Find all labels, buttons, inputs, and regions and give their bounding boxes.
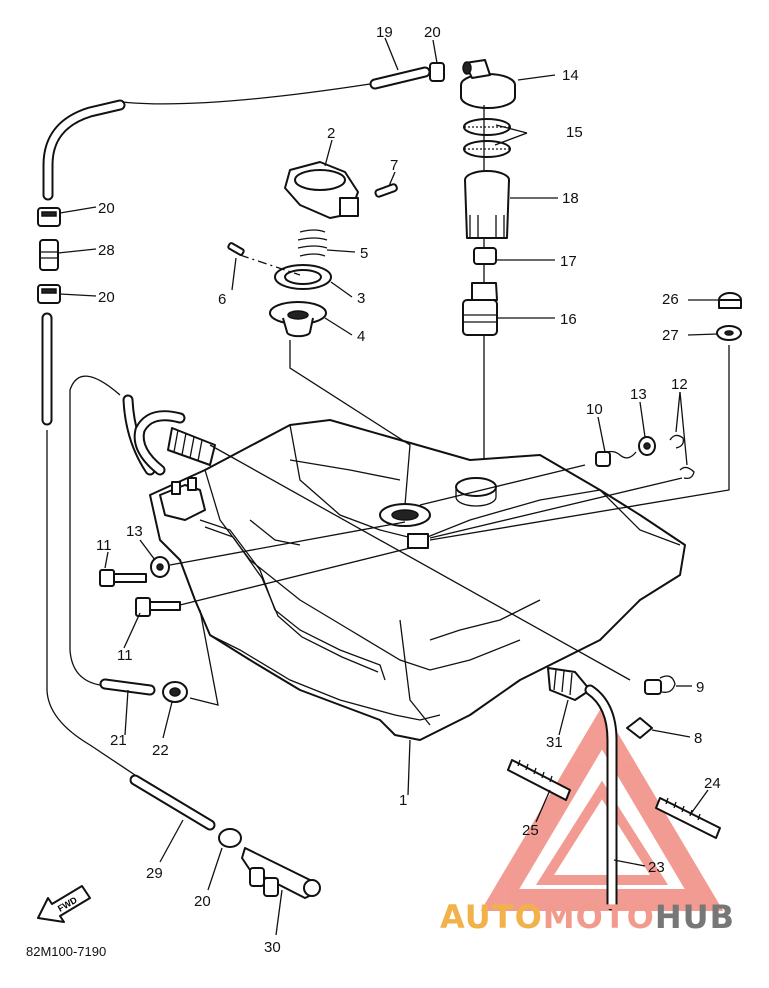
clip-12 [669,434,695,480]
callout-19: 19 [376,24,393,41]
clip-20-left-upper [37,207,61,227]
callout-23: 23 [648,859,665,876]
callout-24: 24 [704,775,721,792]
washer-13-right [638,436,656,456]
watermark-triangle [480,706,724,911]
callout-10: 10 [586,401,603,418]
callout-14: 14 [562,67,579,84]
assembly-line-9 [209,444,631,681]
watermark-moto: MOTO [542,898,655,936]
forward-arrow-icon: FWD [37,885,91,923]
callout-20-left-upper: 20 [98,200,115,217]
assembly-line-13 [169,521,406,566]
callout-4: 4 [357,328,365,345]
callout-8: 8 [694,730,702,747]
assembly-line-11 [179,547,411,606]
pin-7 [374,183,398,198]
callout-17: 17 [560,253,577,270]
callout-7: 7 [390,157,398,174]
callout-13-right: 13 [630,386,647,403]
bolt-11-lower [135,597,181,617]
assembly-line-12b [429,477,683,539]
callout-21: 21 [110,732,127,749]
callout-28: 28 [98,242,115,259]
pump-16 [462,282,498,336]
hose-31 [547,667,591,701]
callout-3: 3 [357,290,365,307]
callout-13-left: 13 [126,523,143,540]
assembly-line-cap-down [289,340,411,506]
diagram-code: 82M100-7190 [26,944,107,959]
o-rings-15 [463,118,511,158]
callout-30: 30 [264,939,281,956]
watermark-hub: HUB [654,898,736,936]
callout-31: 31 [546,734,563,751]
callout-5: 5 [360,245,368,262]
clip-20-left-lower [37,284,61,304]
callout-9: 9 [696,679,704,696]
callout-labels: 19 20 14 15 18 17 16 2 7 5 3 4 6 20 28 2… [96,24,721,956]
spring-10 [595,450,637,467]
assembly-line-cap [239,254,301,276]
washer-27 [716,325,742,341]
hose-23 [584,684,618,911]
watermark-auto: AUTO [440,898,543,936]
watermark-logo: AUTOMOTOHUB [440,898,735,936]
tank-front-hoses [122,394,216,476]
callout-22: 22 [152,742,169,759]
callout-18: 18 [562,190,579,207]
callout-11-lower: 11 [117,647,133,664]
callout-29: 29 [146,865,163,882]
band-24 [655,797,721,839]
hose-29 [129,774,216,831]
assembly-line-27 [429,345,730,541]
callout-20-bottom: 20 [194,893,211,910]
clip-22 [162,681,188,703]
callout-6: 6 [218,291,226,308]
hose-21 [99,678,156,696]
pump-top-14 [460,59,516,109]
pump-housing-18 [464,170,510,239]
clip-9 [644,675,676,695]
pin-6 [227,242,245,256]
bolt-11-upper [99,569,147,587]
nut-26 [718,292,742,309]
cap-seat-4 [269,301,327,338]
callout-1: 1 [399,792,407,809]
hose-left-vertical [41,312,136,776]
assembly-line-12 [419,464,586,506]
fuel-cap-2 [284,161,359,219]
callout-25: 25 [522,822,539,839]
t-joint-30 [241,847,321,899]
bracket-line-22 [189,609,219,706]
callout-27: 27 [662,327,679,344]
callout-20-top: 20 [424,24,441,41]
callout-20-left-lower: 20 [98,289,115,306]
callout-12: 12 [671,376,688,393]
leader-lines [57,37,718,936]
gasket-3 [274,264,332,290]
clip-20-top [429,62,445,82]
callout-11-upper: 11 [96,537,112,554]
joint-28 [39,239,59,271]
spring-5 [297,229,328,257]
callout-26: 26 [662,291,679,308]
vent-hose-top [42,83,371,201]
band-25 [507,759,571,801]
callout-15: 15 [566,124,583,141]
filter-17 [473,247,497,265]
damper-8 [626,717,653,739]
hose-routing-line [69,375,121,686]
callout-16: 16 [560,311,577,328]
callout-2: 2 [327,125,335,142]
fuel-tank [149,419,686,741]
washer-13-left [150,556,170,578]
clip-20-bottom [218,828,242,848]
hose-19 [369,66,431,90]
